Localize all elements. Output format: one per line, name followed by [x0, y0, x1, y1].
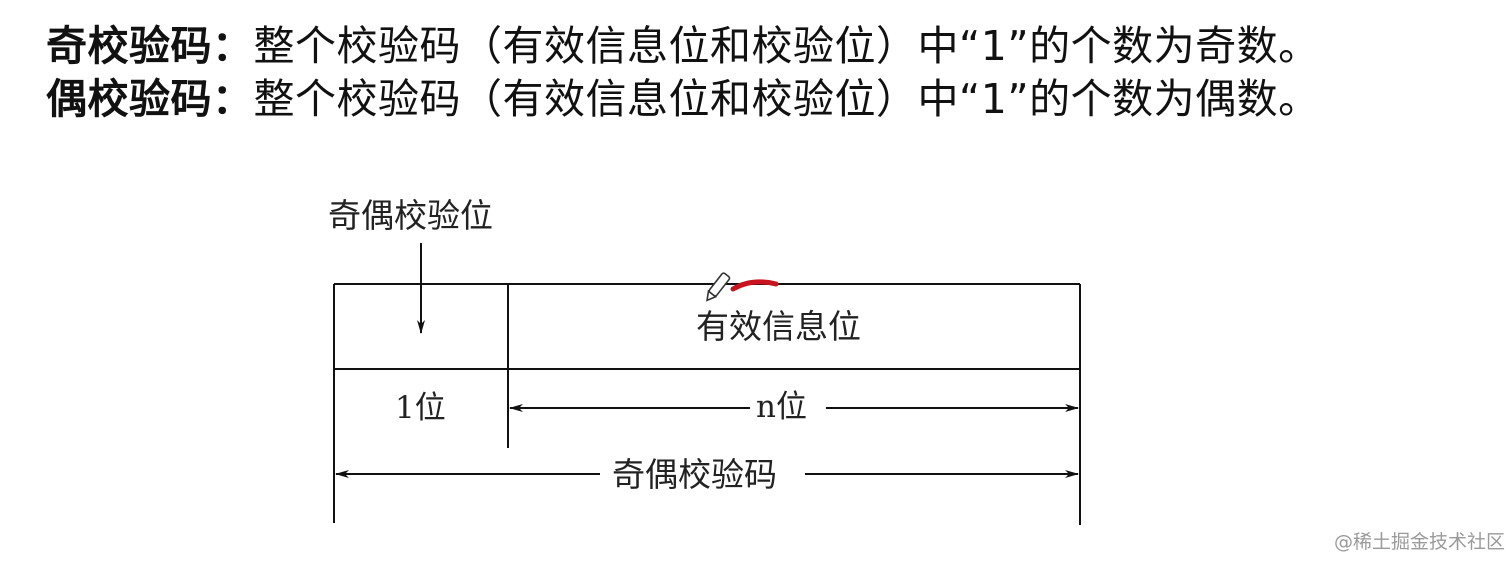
watermark: @稀土掘金技术社区	[1334, 531, 1506, 553]
pen-annotation	[706, 272, 779, 302]
even-parity-definition: 偶校验码：整个校验码（有效信息位和校验位）中“1”的个数为偶数。	[46, 75, 1320, 123]
total-code-label: 奇偶校验码	[612, 455, 777, 494]
odd-parity-text: 整个校验码（有效信息位和校验位）中“1”的个数为奇数。	[253, 22, 1320, 70]
parity-width-label: 1位	[395, 390, 446, 426]
info-bits-label: 有效信息位	[696, 307, 861, 346]
parity-bit-label: 奇偶校验位	[328, 196, 493, 235]
pencil-icon	[706, 272, 731, 302]
odd-parity-definition: 奇校验码：整个校验码（有效信息位和校验位）中“1”的个数为奇数。	[46, 22, 1320, 70]
odd-parity-term: 奇校验码：	[46, 22, 254, 70]
even-parity-term: 偶校验码：	[46, 75, 254, 123]
info-width-label: n位	[756, 389, 807, 425]
even-parity-text: 整个校验码（有效信息位和校验位）中“1”的个数为偶数。	[253, 75, 1320, 123]
